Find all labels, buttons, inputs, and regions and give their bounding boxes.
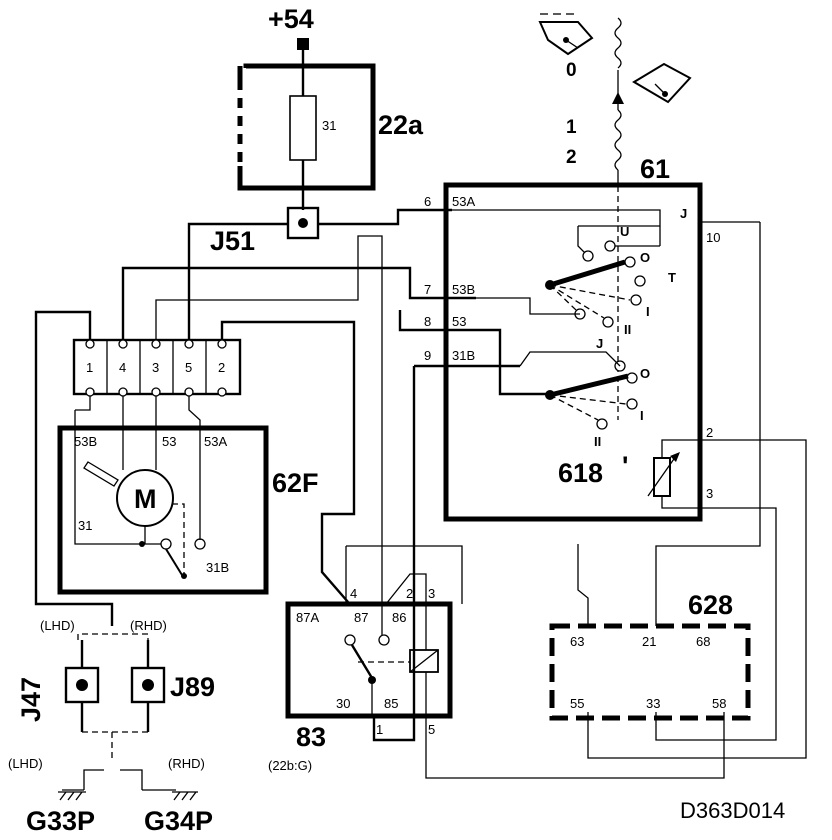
washer-label-0: 0 xyxy=(566,60,577,81)
svg-text:U: U xyxy=(620,224,629,239)
svg-text:63: 63 xyxy=(570,634,584,649)
svg-text:(LHD): (LHD) xyxy=(40,618,75,633)
svg-text:53B: 53B xyxy=(452,282,475,297)
svg-text:3: 3 xyxy=(428,586,435,601)
module-628-box xyxy=(549,623,751,721)
svg-text:87: 87 xyxy=(354,610,368,625)
switch-61-box xyxy=(443,182,703,522)
washer-label-1: 1 xyxy=(566,117,577,138)
svg-text:5: 5 xyxy=(185,360,192,375)
supply-label: +54 xyxy=(268,4,314,34)
switch-blade-upper xyxy=(549,259,626,288)
svg-text:T: T xyxy=(668,270,676,285)
svg-text:J: J xyxy=(596,336,603,351)
svg-text:53: 53 xyxy=(452,314,466,329)
svg-text:58: 58 xyxy=(712,696,726,711)
ground-label-g34p: G34P xyxy=(144,806,213,836)
motor-ref-label: 62F xyxy=(272,468,319,498)
relay-83-box xyxy=(285,601,453,719)
svg-text:O: O xyxy=(640,366,650,381)
svg-text:I: I xyxy=(640,408,644,423)
svg-text:7: 7 xyxy=(424,282,431,297)
svg-text:9: 9 xyxy=(424,348,431,363)
svg-text:1: 1 xyxy=(376,722,383,737)
svg-text:J: J xyxy=(680,206,687,221)
module-ref-label: 628 xyxy=(688,590,733,620)
relay-ref-label: 83 xyxy=(296,722,326,752)
svg-text:II: II xyxy=(624,322,631,337)
junction-j47-label: J47 xyxy=(16,677,46,722)
svg-text:31B: 31B xyxy=(206,560,229,575)
diagram-id: D363D014 xyxy=(680,798,785,823)
svg-text:(LHD): (LHD) xyxy=(8,756,43,771)
fuse-box-outline xyxy=(237,63,376,191)
switch-blade-lower xyxy=(549,373,629,398)
svg-text:21: 21 xyxy=(642,634,656,649)
relay-coil xyxy=(409,649,439,673)
fuse-ref-label: 22a xyxy=(378,110,424,140)
fuse-element xyxy=(289,95,317,161)
fuse-pin-label: 31 xyxy=(322,118,336,133)
switch-61-label: 61 xyxy=(640,154,670,184)
svg-text:53B: 53B xyxy=(74,434,97,449)
ground-symbol-g34p xyxy=(172,791,198,801)
washer-indicator-1 xyxy=(632,62,692,104)
ground-label-g33p: G33P xyxy=(26,806,95,836)
rheostat-label: 618 xyxy=(558,458,603,488)
svg-text:3: 3 xyxy=(706,486,713,501)
washer-indicator-0 xyxy=(538,13,594,56)
svg-text:2: 2 xyxy=(706,425,713,440)
svg-text:30: 30 xyxy=(336,696,350,711)
relay-note: (22b:G) xyxy=(268,758,312,773)
svg-text:': ' xyxy=(622,451,628,481)
svg-text:II: II xyxy=(594,434,601,449)
svg-text:10: 10 xyxy=(706,230,720,245)
svg-text:87A: 87A xyxy=(296,610,319,625)
svg-text:33: 33 xyxy=(646,696,660,711)
svg-text:86: 86 xyxy=(392,610,406,625)
junction-j89-label: J89 xyxy=(170,672,215,702)
svg-text:53A: 53A xyxy=(204,434,227,449)
svg-text:1: 1 xyxy=(86,360,93,375)
svg-text:85: 85 xyxy=(384,696,398,711)
svg-text:4: 4 xyxy=(119,360,126,375)
motor-62f-box xyxy=(57,425,269,595)
svg-text:O: O xyxy=(640,250,650,265)
svg-text:6: 6 xyxy=(424,194,431,209)
svg-text:2: 2 xyxy=(218,360,225,375)
svg-text:31B: 31B xyxy=(452,348,475,363)
junction-j51-label: J51 xyxy=(210,226,255,256)
supply-terminal xyxy=(297,38,309,50)
svg-text:3: 3 xyxy=(152,360,159,375)
svg-text:68: 68 xyxy=(696,634,710,649)
svg-text:4: 4 xyxy=(350,586,357,601)
svg-text:2: 2 xyxy=(406,586,413,601)
svg-text:31: 31 xyxy=(78,518,92,533)
svg-text:55: 55 xyxy=(570,696,584,711)
svg-text:(RHD): (RHD) xyxy=(168,756,205,771)
svg-text:M: M xyxy=(134,484,157,514)
svg-text:5: 5 xyxy=(428,722,435,737)
svg-text:8: 8 xyxy=(424,314,431,329)
ground-symbol-g33p xyxy=(58,791,86,801)
svg-text:53: 53 xyxy=(162,434,176,449)
washer-label-2: 2 xyxy=(566,147,577,168)
svg-text:53A: 53A xyxy=(452,194,475,209)
svg-text:(RHD): (RHD) xyxy=(130,618,167,633)
svg-text:I: I xyxy=(646,304,650,319)
